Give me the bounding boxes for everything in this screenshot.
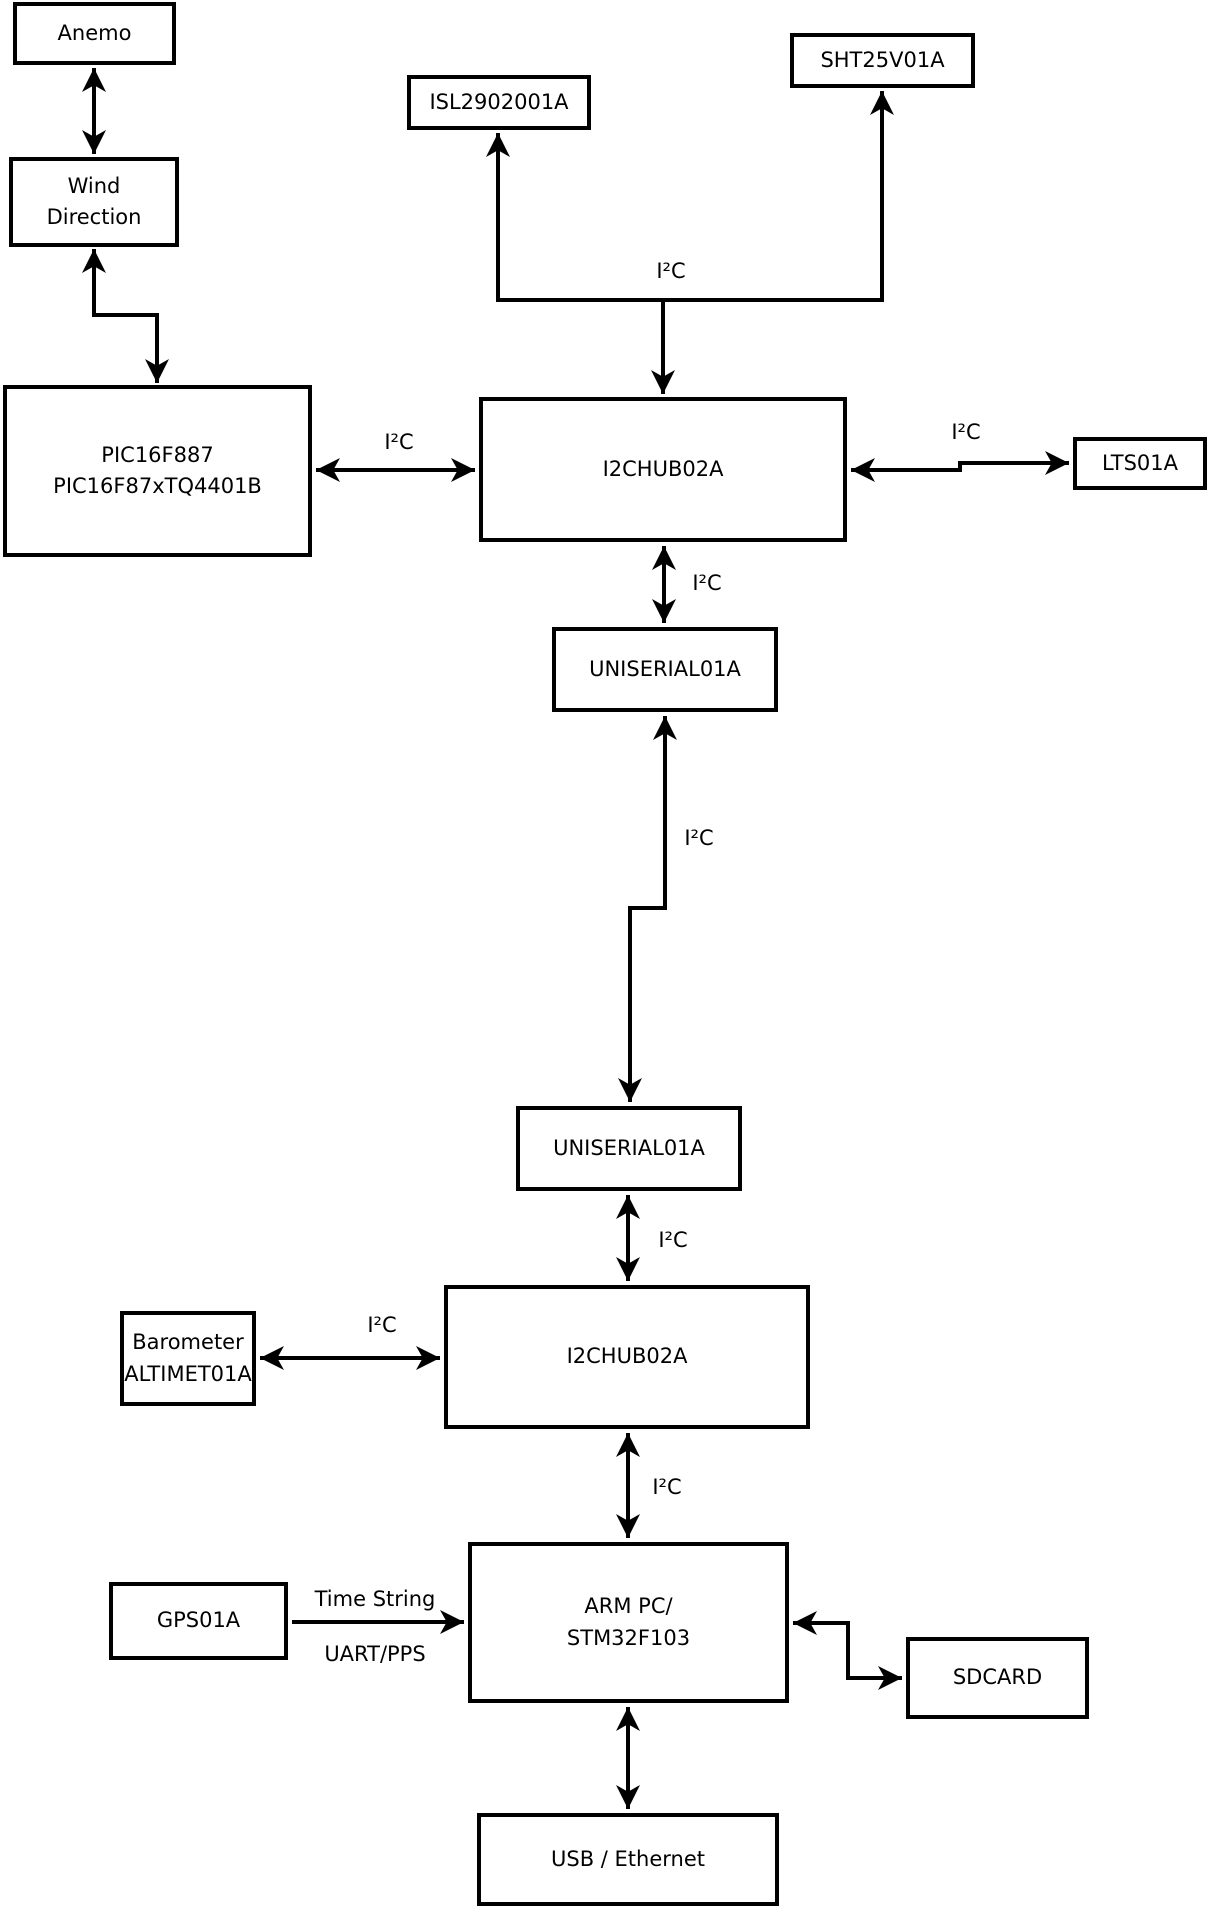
box-lts01a-label: LTS01A xyxy=(1101,450,1179,475)
box-sht25v01a-label: SHT25V01A xyxy=(820,47,945,72)
label-i2c-pic-hub: I²C xyxy=(384,430,414,454)
box-gps01a: GPS01A xyxy=(109,1582,288,1660)
box-arm-pc-stm32f103: ARM PC/ STM32F103 xyxy=(468,1542,789,1703)
box-uniserial01a-top: UNISERIAL01A xyxy=(552,627,778,712)
label-i2c-hub2-arm: I²C xyxy=(652,1475,682,1499)
box-anemo-label: Anemo xyxy=(57,20,132,45)
label-i2c-bus-top: I²C xyxy=(656,259,686,283)
box-wind-direction-line2: Direction xyxy=(46,205,142,229)
box-barometer-line2: ALTIMET01A xyxy=(124,1361,252,1386)
box-uniserial01a-bottom-label: UNISERIAL01A xyxy=(553,1135,705,1160)
box-usb-ethernet: USB / Ethernet xyxy=(477,1813,779,1906)
box-sdcard: SDCARD xyxy=(906,1637,1089,1719)
box-gps01a-label: GPS01A xyxy=(156,1608,241,1633)
box-pic16f887-line2: PIC16F87xTQ4401B xyxy=(53,474,262,498)
label-time-string: Time String xyxy=(314,1587,436,1611)
box-i2chub02a-bottom-label: I2CHUB02A xyxy=(566,1344,688,1369)
connector-arm-sdcard xyxy=(793,1611,902,1690)
connector-uniserial1-uniserial2 xyxy=(618,716,677,1102)
box-anemo: Anemo xyxy=(13,2,176,65)
box-i2chub02a-bottom: I2CHUB02A xyxy=(444,1285,810,1429)
box-wind-direction: Wind Direction xyxy=(9,157,179,247)
box-pic16f887: PIC16F887 PIC16F87xTQ4401B xyxy=(3,385,312,557)
connector-wind-pic xyxy=(82,249,169,383)
connector-i2c-bus-top xyxy=(486,91,894,302)
label-i2c-hub-lts: I²C xyxy=(951,420,981,444)
connector-hub1-lts xyxy=(851,451,1069,482)
box-uniserial01a-top-label: UNISERIAL01A xyxy=(589,656,741,681)
box-i2chub02a-top-label: I2CHUB02A xyxy=(602,456,724,481)
box-wind-direction-line1: Wind xyxy=(67,173,121,198)
label-i2c-uniserial-hub2: I²C xyxy=(658,1228,688,1252)
box-barometer-line1: Barometer xyxy=(132,1330,244,1354)
box-i2chub02a-top: I2CHUB02A xyxy=(479,397,847,542)
box-sdcard-label: SDCARD xyxy=(952,1665,1043,1690)
box-uniserial01a-bottom: UNISERIAL01A xyxy=(516,1106,742,1191)
label-uart-pps: UART/PPS xyxy=(324,1642,426,1666)
box-arm-pc-line2: STM32F103 xyxy=(566,1625,691,1650)
label-i2c-baro-hub2: I²C xyxy=(367,1313,397,1337)
box-usb-ethernet-label: USB / Ethernet xyxy=(551,1846,705,1871)
box-isl2902001a-label: ISL2902001A xyxy=(429,89,569,114)
box-sht25v01a: SHT25V01A xyxy=(790,33,975,88)
box-arm-pc-line1: ARM PC/ xyxy=(584,1594,673,1618)
box-lts01a: LTS01A xyxy=(1073,437,1207,490)
label-i2c-hub-uniserial: I²C xyxy=(692,571,722,595)
box-isl2902001a: ISL2902001A xyxy=(407,75,591,130)
box-pic16f887-line1: PIC16F887 xyxy=(101,442,214,467)
box-barometer-altimet01a: Barometer ALTIMET01A xyxy=(120,1311,256,1406)
label-i2c-uniserial-link: I²C xyxy=(684,826,714,850)
